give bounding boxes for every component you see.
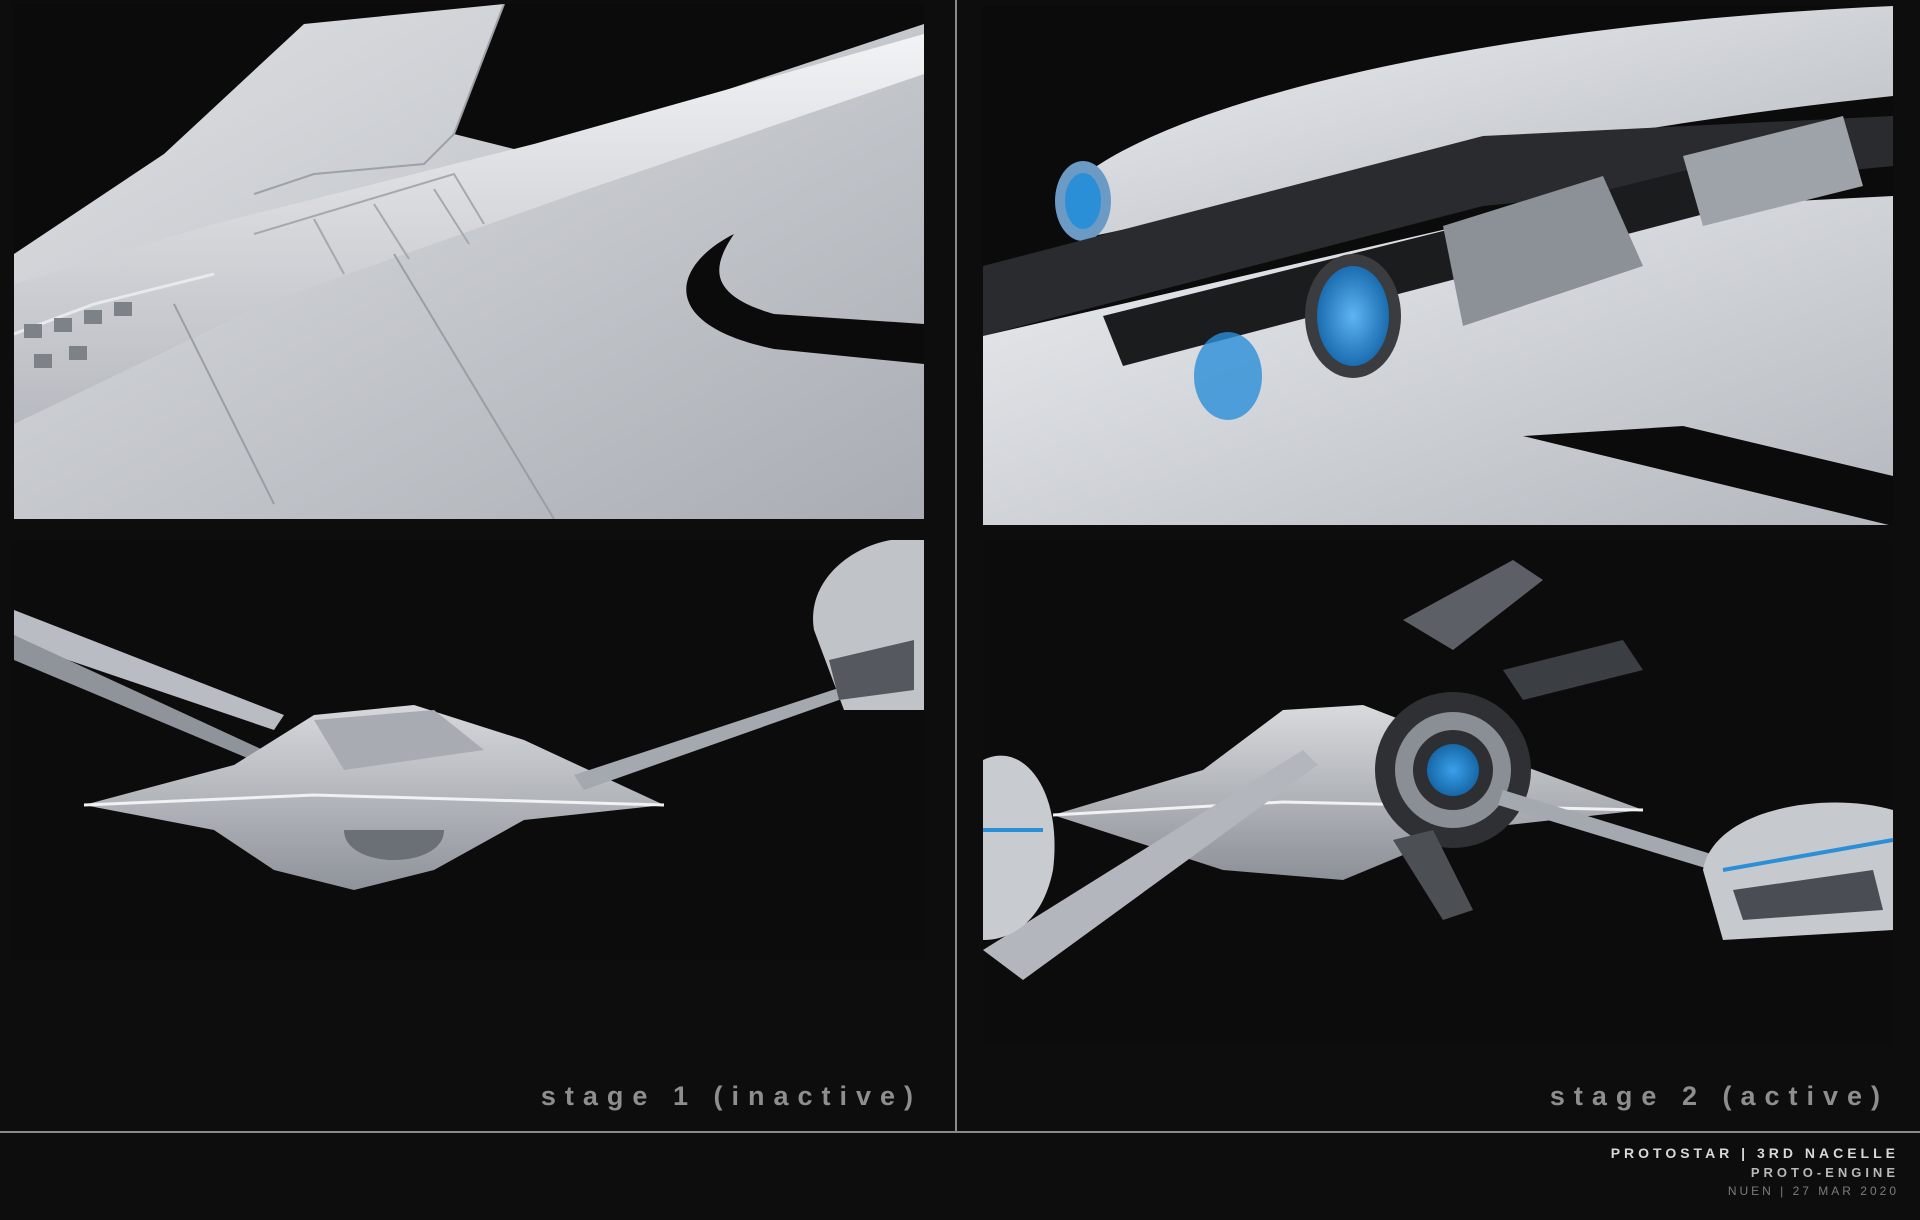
project-title: PROTOSTAR | 3RD NACELLE [1610,1145,1899,1161]
author-date: NUEN | 27 MAR 2020 [1727,1184,1899,1198]
panel-bottom-left-render [14,540,924,960]
stage-1-caption: stage 1 (inactive) [540,1081,922,1111]
horizontal-divider [0,1131,1920,1133]
credit-block: PROTOSTAR | 3RD NACELLE PROTO-ENGINE NUE… [1611,1144,1899,1201]
hull-closeup-image [14,4,924,519]
panel-top-right-render [983,6,1893,525]
engine-core-closeup-image [983,6,1893,525]
vertical-divider [955,0,957,1131]
stage-2-nacelle-image [983,540,1893,1045]
panel-bottom-right-render [983,540,1893,1045]
stage-2-caption: stage 2 (active) [1549,1081,1889,1111]
panel-top-left-render [14,4,924,519]
project-subtitle: PROTO-ENGINE [1750,1165,1899,1180]
stage-1-nacelle-image [14,540,924,960]
